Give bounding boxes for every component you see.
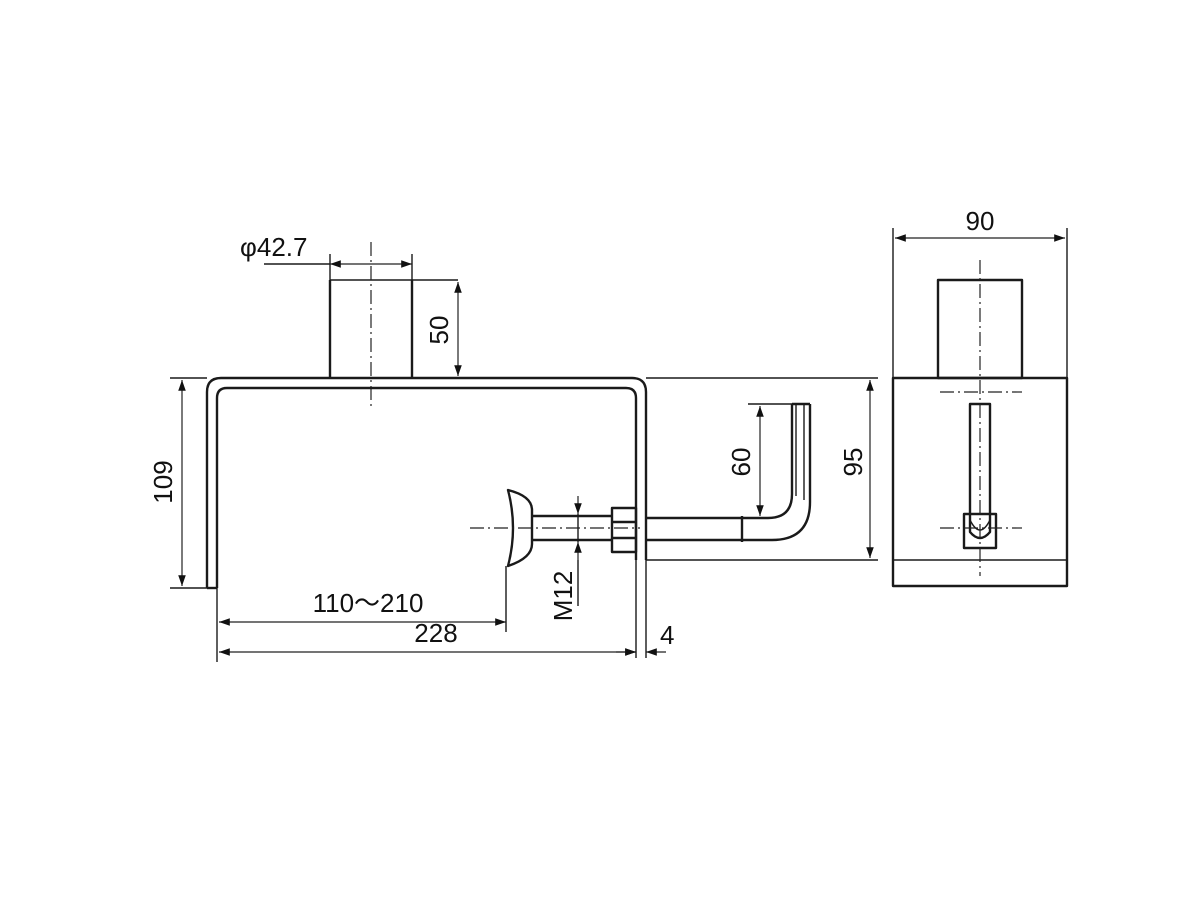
dim-side-width: 90 xyxy=(892,206,1068,378)
label-plate-thickness: 4 xyxy=(660,620,674,650)
label-overall-width: 228 xyxy=(414,618,457,648)
label-clamp-height: 95 xyxy=(838,448,868,477)
clamp-bolt xyxy=(470,402,812,632)
dim-plate-thickness: 4 xyxy=(616,620,674,656)
channel-body xyxy=(205,376,878,658)
label-pipe-diameter: φ42.7 xyxy=(240,232,307,262)
front-view: φ42.7 50 109 60 95 M xyxy=(148,232,878,662)
side-view: 90 xyxy=(891,206,1069,588)
label-overall-height: 109 xyxy=(148,460,178,503)
dim-clamp-range: 110〜210 xyxy=(216,588,506,662)
label-bolt-height: 60 xyxy=(726,448,756,477)
label-bolt-thread: M12 xyxy=(548,571,578,622)
dim-clamp-height: 95 xyxy=(838,380,874,558)
label-side-width: 90 xyxy=(966,206,995,236)
dim-pipe-diameter: φ42.7 xyxy=(240,232,413,280)
dim-pipe-height: 50 xyxy=(424,282,462,376)
dim-bolt-height: 60 xyxy=(726,406,764,516)
dim-overall-width: 228 xyxy=(219,618,636,656)
dim-overall-height: 109 xyxy=(148,377,207,589)
dim-bolt-thread: M12 xyxy=(548,496,582,622)
label-pipe-height: 50 xyxy=(424,316,454,345)
label-clamp-range: 110〜210 xyxy=(313,588,424,618)
pipe-stub xyxy=(328,242,458,408)
